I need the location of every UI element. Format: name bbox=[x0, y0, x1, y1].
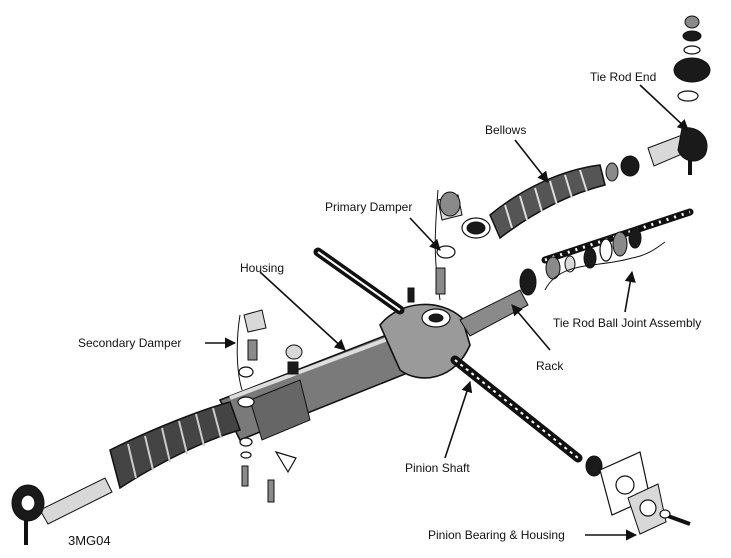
figure-code: 3MG04 bbox=[68, 533, 111, 548]
label-rack: Rack bbox=[536, 359, 564, 373]
pinion-shaft bbox=[450, 355, 583, 463]
label-tie-rod-end: Tie Rod End bbox=[590, 70, 656, 84]
label-primary-damper: Primary Damper bbox=[325, 200, 412, 214]
bellows-upper bbox=[461, 155, 640, 240]
tie-rod-end-lower bbox=[11, 477, 113, 545]
label-pinion-shaft: Pinion Shaft bbox=[405, 461, 470, 475]
rack-shaft bbox=[313, 247, 405, 315]
label-secondary-damper: Secondary Damper bbox=[78, 336, 181, 350]
housing-body bbox=[218, 289, 529, 442]
label-tie-rod-ball-joint-assembly: Tie Rod Ball Joint Assembly bbox=[553, 316, 701, 330]
label-housing: Housing bbox=[240, 261, 284, 275]
ball-joint-parts bbox=[519, 227, 642, 296]
bellows-lower bbox=[109, 401, 241, 490]
pinion-bearing-parts bbox=[585, 451, 691, 535]
leader-lines bbox=[205, 84, 689, 541]
label-pinion-bearing-housing: Pinion Bearing & Housing bbox=[428, 528, 565, 542]
secondary-damper-parts bbox=[236, 309, 303, 503]
primary-damper-parts bbox=[407, 189, 463, 303]
tie-rod-end-upper bbox=[647, 15, 711, 175]
label-bellows: Bellows bbox=[485, 123, 526, 137]
